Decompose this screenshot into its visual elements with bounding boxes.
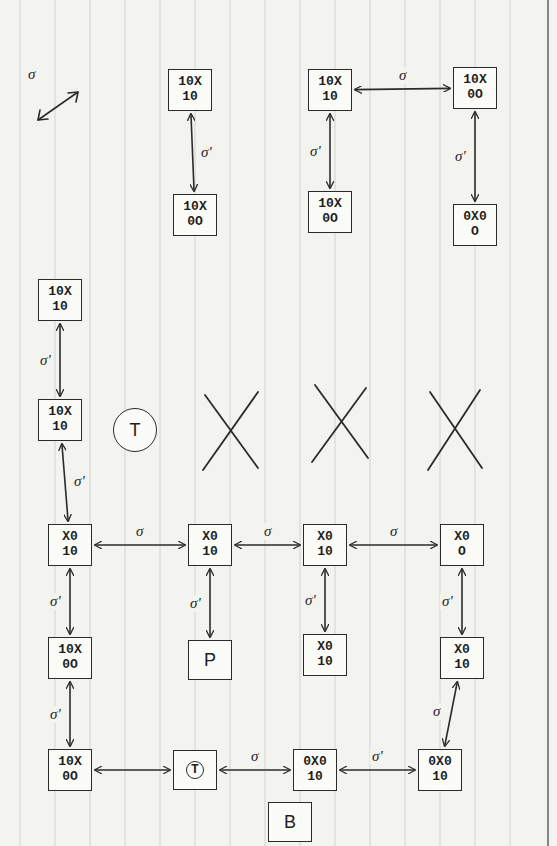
transition-label: σ xyxy=(26,66,37,83)
transition-arrow xyxy=(324,569,326,631)
state-box: X0 10 xyxy=(303,524,347,566)
state-text: 10X 10 xyxy=(318,75,341,105)
transition-arrow xyxy=(474,112,476,201)
transition-label: σ' xyxy=(48,593,63,610)
transition-arrow xyxy=(95,769,170,771)
state-text: X0 10 xyxy=(62,530,78,560)
state-text: P xyxy=(204,650,216,671)
state-text: B xyxy=(284,812,296,833)
transition-arrow xyxy=(69,682,71,746)
state-text: X0 10 xyxy=(317,640,333,670)
state-text: 0X0 10 xyxy=(428,755,451,785)
transition-label: σ' xyxy=(38,352,53,369)
transition-arrow xyxy=(59,324,61,396)
state-box: 10X 10 xyxy=(168,69,212,111)
state-box: X0 10 xyxy=(48,524,92,566)
state-box: B xyxy=(268,802,312,842)
transition-label: σ' xyxy=(453,148,468,165)
transition-label: σ' xyxy=(308,143,323,160)
transition-label: σ xyxy=(249,748,260,765)
transition-label: σ' xyxy=(370,748,385,765)
loose-arrow xyxy=(38,92,78,120)
transition-arrow xyxy=(69,569,71,634)
state-text: 10X 0O xyxy=(318,197,341,227)
transition-arrow xyxy=(209,569,211,637)
state-box: T xyxy=(173,750,217,790)
transition-arrow xyxy=(62,444,68,521)
state-text: 10X 10 xyxy=(48,285,71,315)
transition-arrow xyxy=(191,114,194,191)
transition-label: σ' xyxy=(199,144,214,161)
state-box: 10X 10 xyxy=(308,69,352,111)
transition-label: σ xyxy=(388,523,399,540)
state-text: X0 10 xyxy=(454,643,470,673)
transition-label: σ xyxy=(431,703,442,720)
state-box: P xyxy=(188,640,232,680)
cross-mark xyxy=(203,392,258,470)
transition-arrow xyxy=(95,544,185,546)
transition-arrow xyxy=(461,569,463,634)
state-text: 10X 0O xyxy=(58,755,81,785)
transition-label: σ xyxy=(134,523,145,540)
transition-arrow xyxy=(355,88,450,89)
transition-arrow xyxy=(445,682,458,746)
state-text: X0 10 xyxy=(317,530,333,560)
state-text: 10X 0O xyxy=(463,73,486,103)
cross-marks xyxy=(203,385,482,470)
transition-label: σ xyxy=(397,67,408,84)
state-box: 10X 0O xyxy=(48,637,92,679)
transition-label: σ' xyxy=(303,592,318,609)
state-text: 0X0 O xyxy=(463,210,486,240)
transition-arrow xyxy=(220,769,290,771)
state-box: 0X0 10 xyxy=(418,749,462,791)
transition-label: σ' xyxy=(188,595,203,612)
state-box: 10X 10 xyxy=(38,399,82,441)
transition-label: σ' xyxy=(440,593,455,610)
state-box: 10X 0O xyxy=(173,194,217,236)
state-box: X0 O xyxy=(440,524,484,566)
transition-arrow xyxy=(350,544,437,546)
transition-arrow xyxy=(235,544,300,546)
state-text: T xyxy=(186,761,205,780)
state-text: X0 O xyxy=(454,530,470,560)
state-text: 10X 10 xyxy=(48,405,71,435)
state-box: 10X 10 xyxy=(38,279,82,321)
state-box: 0X0 O xyxy=(453,204,497,246)
state-box: 0X0 10 xyxy=(293,749,337,791)
state-box: X0 10 xyxy=(303,634,347,676)
state-text: 10X 10 xyxy=(178,75,201,105)
state-text: T xyxy=(130,420,141,441)
state-box: 10X 0O xyxy=(453,67,497,109)
transition-arrow xyxy=(340,769,415,771)
transition-label: σ' xyxy=(72,473,87,490)
transition-label: σ xyxy=(262,523,273,540)
state-box: 10X 0O xyxy=(308,191,352,233)
margin-line xyxy=(547,0,548,846)
state-circle: T xyxy=(113,408,157,452)
state-text: 0X0 10 xyxy=(303,755,326,785)
state-text: 10X 0O xyxy=(183,200,206,230)
transition-label: σ' xyxy=(48,706,63,723)
state-text: 10X 0O xyxy=(58,643,81,673)
state-box: X0 10 xyxy=(440,637,484,679)
state-text: X0 10 xyxy=(202,530,218,560)
state-box: 10X 0O xyxy=(48,749,92,791)
transition-arrow xyxy=(329,114,331,188)
cross-mark xyxy=(428,390,482,470)
cross-mark xyxy=(312,385,368,462)
state-box: X0 10 xyxy=(188,524,232,566)
ruled-lines xyxy=(20,0,510,846)
